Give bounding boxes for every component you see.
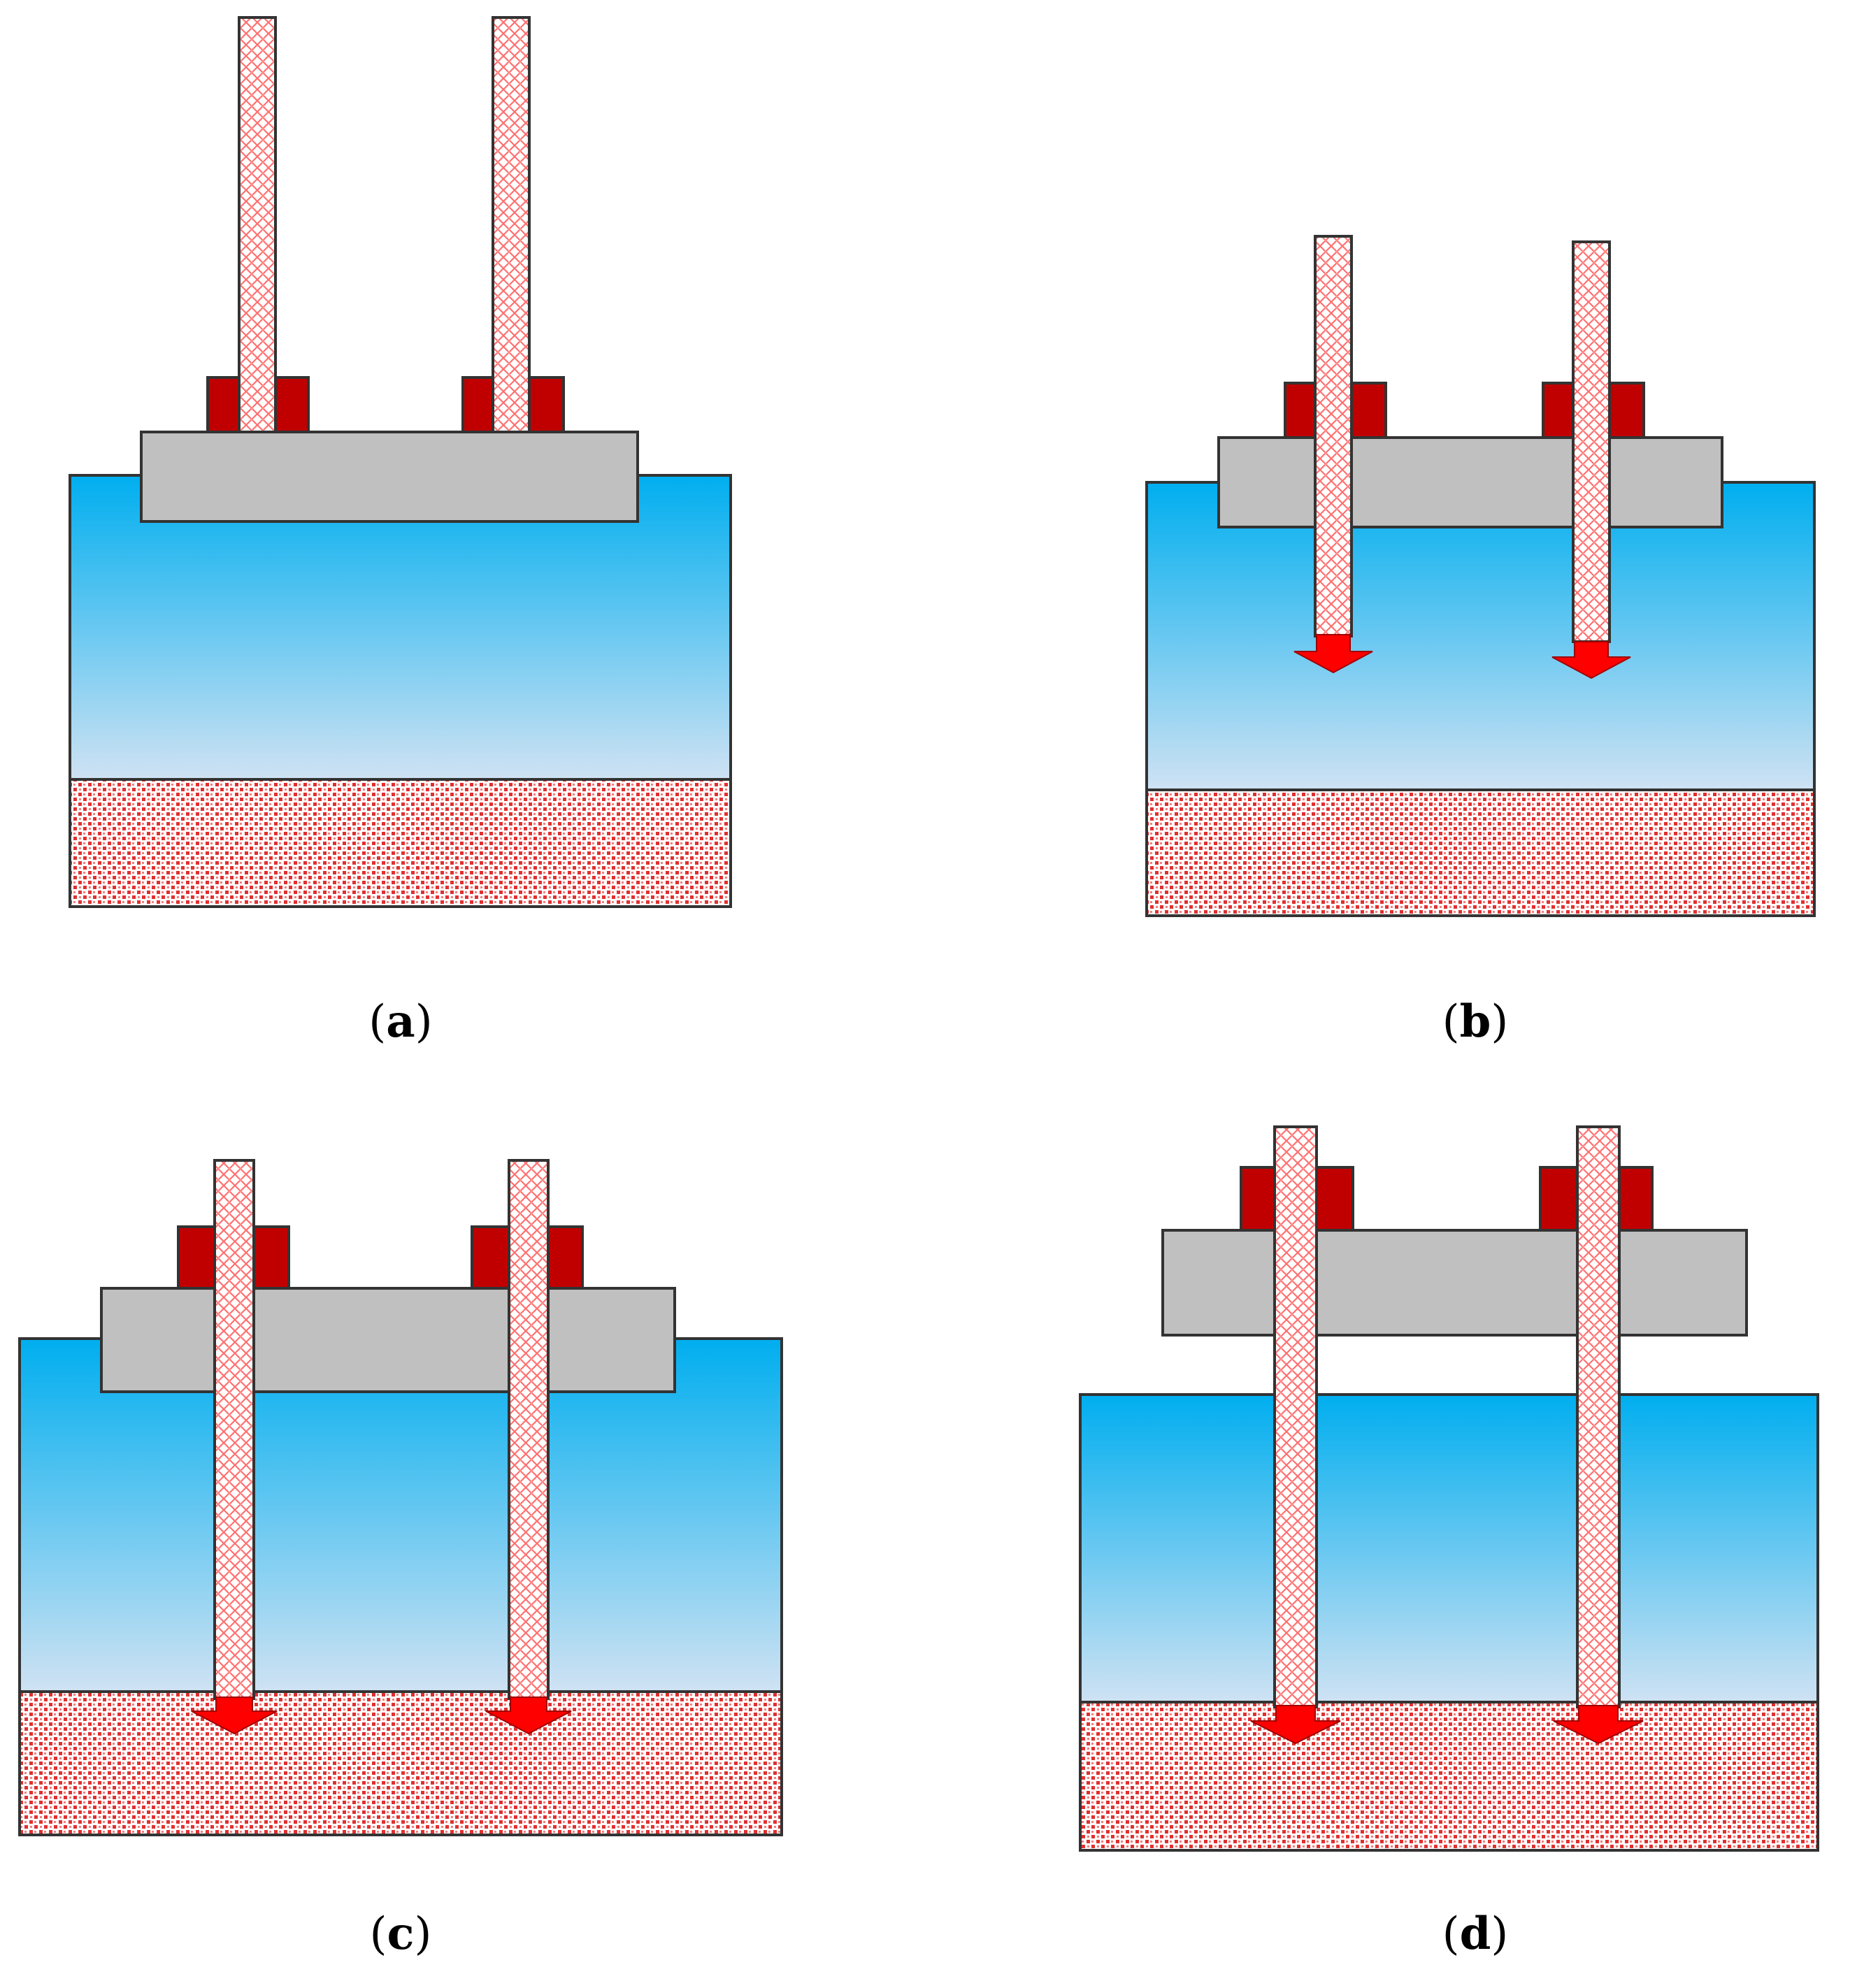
platform-deck — [1217, 436, 1723, 528]
platform-leg — [238, 16, 277, 433]
water-block — [1079, 1393, 1819, 1704]
platform-leg — [213, 1159, 255, 1700]
platform-leg — [1572, 240, 1611, 643]
platform-leg — [1576, 1125, 1621, 1708]
platform-deck — [100, 1287, 676, 1393]
panel-a-label: a — [386, 995, 415, 1048]
downward-arrow — [191, 1697, 278, 1735]
downward-arrow — [1250, 1705, 1341, 1745]
downward-arrow — [1553, 1705, 1644, 1745]
panel-a-caption: (a) — [368, 995, 433, 1048]
water-block — [1145, 481, 1816, 791]
platform-deck — [140, 431, 639, 523]
downward-arrow — [485, 1697, 572, 1735]
seabed — [18, 1690, 783, 1836]
downward-arrow — [1293, 634, 1373, 674]
panel-b-label: b — [1459, 995, 1491, 1048]
platform-leg — [1273, 1125, 1318, 1708]
downward-arrow — [1551, 641, 1631, 679]
panel-b-caption: (b) — [1442, 995, 1509, 1048]
panel-a — [69, 16, 732, 908]
water-block — [18, 1337, 783, 1693]
platform-leg — [492, 16, 531, 433]
seabed — [1079, 1701, 1819, 1852]
panel-b — [1145, 235, 1816, 917]
panel-c — [18, 1159, 783, 1836]
platform-leg — [1314, 235, 1353, 638]
panel-c-label: c — [387, 1908, 415, 1960]
platform-leg — [508, 1159, 550, 1700]
panel-d-caption: (d) — [1442, 1908, 1509, 1960]
panel-c-caption: (c) — [369, 1908, 432, 1960]
panel-d-label: d — [1459, 1908, 1491, 1960]
platform-deck — [1161, 1229, 1748, 1337]
water-block — [69, 474, 732, 781]
seabed — [1145, 788, 1816, 917]
panel-d — [1079, 1125, 1819, 1852]
seabed — [69, 778, 732, 908]
